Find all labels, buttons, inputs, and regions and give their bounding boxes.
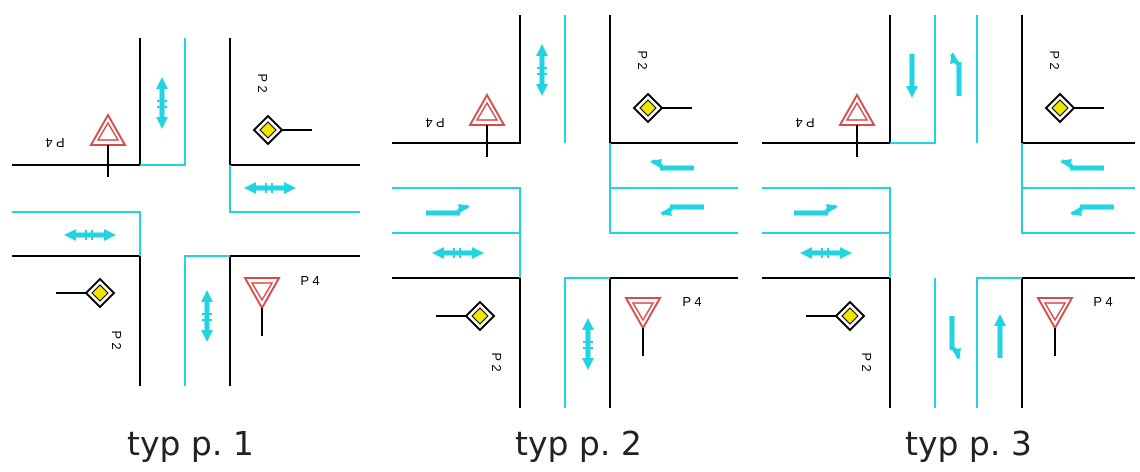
yield-triangle-icon (838, 92, 876, 157)
yield-sign-label: P 4 (1093, 294, 1112, 309)
yield-sign-label: P 4 (682, 294, 701, 309)
yield-sign-label: P 4 (795, 115, 814, 130)
yield-sign-label: P 4 (45, 135, 64, 150)
yield-triangle-icon (1036, 297, 1074, 356)
main-road-sign-label: P 2 (255, 73, 270, 92)
priority-road-diamond-icon (1044, 92, 1104, 124)
main-road-sign-label: P 2 (1047, 50, 1062, 69)
yield-triangle-icon (89, 112, 127, 177)
lane-lines (762, 15, 1135, 408)
lane-lines (392, 15, 738, 408)
diagram-2: P 4 P 2 P 2 P 4 (392, 15, 738, 408)
intersection-diagrams: P 4 P 2 P 2 P 4 (12, 15, 1135, 408)
lane-lines (12, 38, 360, 386)
yield-sign-label: P 4 (425, 115, 444, 130)
main-road-sign-label: P 2 (109, 330, 124, 349)
diagram-caption: typ p. 1 (127, 424, 254, 463)
priority-road-diamond-icon (252, 114, 312, 146)
main-road-sign-label: P 2 (489, 352, 504, 371)
yield-triangle-icon (468, 92, 506, 157)
yield-triangle-icon (243, 277, 281, 336)
main-road-sign-label: P 2 (859, 352, 874, 371)
diagram-caption: typ p. 2 (515, 424, 642, 463)
diagram-caption: typ p. 3 (905, 424, 1032, 463)
yield-triangle-icon (624, 297, 662, 356)
diagram-3: P 4 P 2 P 2 P 4 (762, 15, 1135, 408)
diagram-1: P 4 P 2 P 2 P 4 (12, 38, 360, 386)
priority-road-diamond-icon (56, 277, 116, 309)
priority-road-diamond-icon (806, 300, 866, 332)
yield-sign-label: P 4 (300, 273, 319, 288)
priority-road-diamond-icon (436, 300, 496, 332)
priority-road-diamond-icon (632, 92, 692, 124)
main-road-sign-label: P 2 (635, 50, 650, 69)
